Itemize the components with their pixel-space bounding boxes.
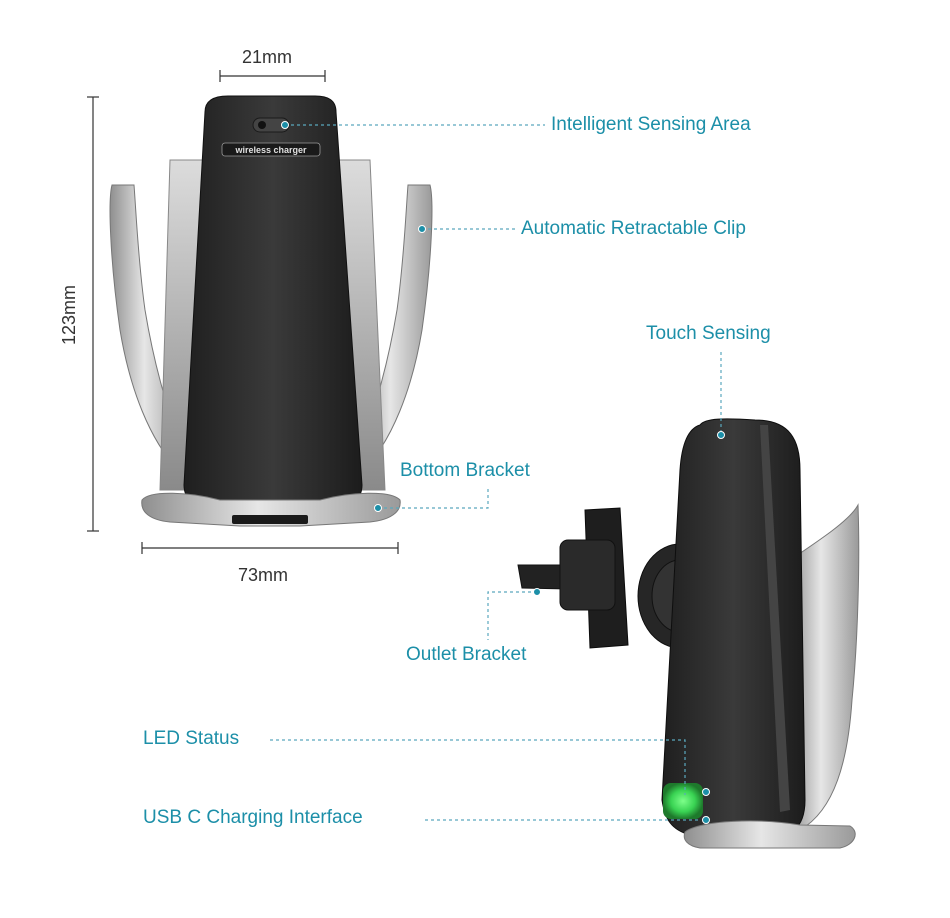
charger-body	[183, 95, 363, 509]
dimension-height: 123mm	[59, 284, 79, 346]
label-touch-sensing: Touch Sensing	[646, 323, 771, 344]
badge-text: wireless charger	[234, 145, 307, 155]
front-view-holder: wireless charger	[109, 95, 433, 527]
label-outlet-bracket: Outlet Bracket	[406, 644, 527, 665]
leader-lines	[270, 124, 722, 821]
bottom-bracket	[141, 492, 401, 527]
side-view-holder	[517, 418, 860, 849]
side-bottom-bracket	[683, 820, 856, 849]
leader-dots	[281, 121, 725, 824]
dimension-lines	[87, 70, 399, 554]
label-bottom-bracket: Bottom Bracket	[400, 460, 530, 481]
side-clip-arm	[789, 503, 860, 831]
dimension-top-width: 21mm	[242, 47, 293, 67]
label-intelligent-sensing-area: Intelligent Sensing Area	[551, 114, 751, 135]
wireless-charger-badge	[221, 142, 321, 157]
label-led-status: LED Status	[143, 728, 240, 749]
led-indicator	[663, 783, 703, 819]
label-usb-c-charging-interface: USB C Charging Interface	[143, 807, 363, 828]
label-automatic-retractable-clip: Automatic Retractable Clip	[521, 218, 746, 239]
dimension-bottom-width: 73mm	[238, 565, 289, 585]
